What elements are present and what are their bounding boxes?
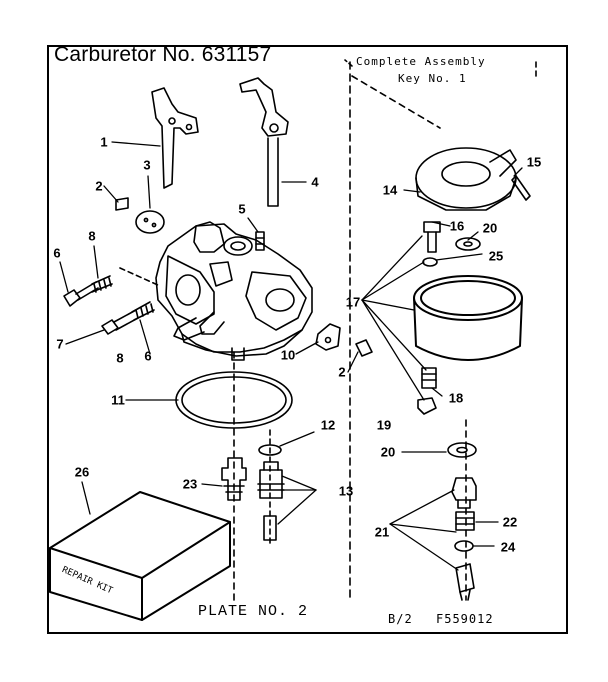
assembly-divider-diag [351,75,441,129]
spring-part-22 [455,511,475,531]
clip-part-19 [417,397,437,415]
idle-spring-part [91,275,113,293]
callout-12: 12 [320,417,336,433]
plate-number: PLATE NO. 2 [198,603,309,620]
mixture-screw-part [101,301,155,335]
float-bowl-part [413,275,523,361]
callout-23: 23 [182,476,198,492]
callout-3: 3 [143,157,151,173]
axis-left [119,267,161,287]
needle-part-21 [455,563,475,601]
screw-part-bottom [355,339,373,357]
page-title: Carburetor No. 631157 [54,43,272,66]
callout-20b: 20 [380,444,396,460]
oring-part-24 [454,540,474,552]
callout-2: 2 [95,178,103,194]
callout-2b: 2 [338,364,346,380]
assembly-divider-top [344,59,353,67]
callout-7: 7 [56,336,64,352]
callout-11: 11 [111,392,125,408]
choke-lever-part [239,77,289,207]
footer-code-right: F559012 [436,612,494,626]
callout-8b: 8 [116,350,124,366]
float-top-part [415,147,517,211]
callout-13: 13 [338,483,354,499]
diagram-frame [47,45,568,634]
seat-part-21 [451,477,477,509]
callout-26: 26 [74,464,90,480]
throttle-lever-part [151,87,199,189]
callout-10: 10 [280,347,296,363]
callout-6: 6 [53,245,61,261]
callout-25: 25 [488,248,504,264]
footer-code-left: B/2 [388,612,413,626]
callout-17: 17 [345,294,361,310]
callout-16: 16 [449,218,465,234]
bolt-part-16 [423,221,441,253]
callout-20: 20 [482,220,498,236]
assembly-title: Complete Assembly [356,55,486,68]
repair-kit-box [49,491,231,621]
callout-24: 24 [500,539,516,555]
needle-part-15 [511,175,531,201]
callout-8: 8 [88,228,96,244]
callout-4: 4 [311,174,319,190]
leader-lines [59,141,523,571]
callout-6b: 6 [144,348,152,364]
callout-1: 1 [100,134,108,150]
callout-15: 15 [526,154,542,170]
throttle-plate-part [135,210,165,234]
washer-part-25 [422,257,438,267]
nozzle-part [257,461,285,541]
callout-21: 21 [374,524,390,540]
callout-5: 5 [238,201,246,217]
callout-14: 14 [382,182,398,198]
spring-part-18 [421,367,437,389]
bracket-part [315,323,341,351]
washer-part-20-top [455,237,481,251]
idle-screw-part [63,281,99,307]
washer-part-20-bottom [447,442,477,458]
screw-part-top [115,197,129,211]
assembly-key: Key No. 1 [398,72,467,85]
washer-part-12 [258,444,282,456]
carburetor-body [155,221,313,361]
callout-18: 18 [448,390,464,406]
callout-22: 22 [502,514,518,530]
callout-19: 19 [376,417,392,433]
